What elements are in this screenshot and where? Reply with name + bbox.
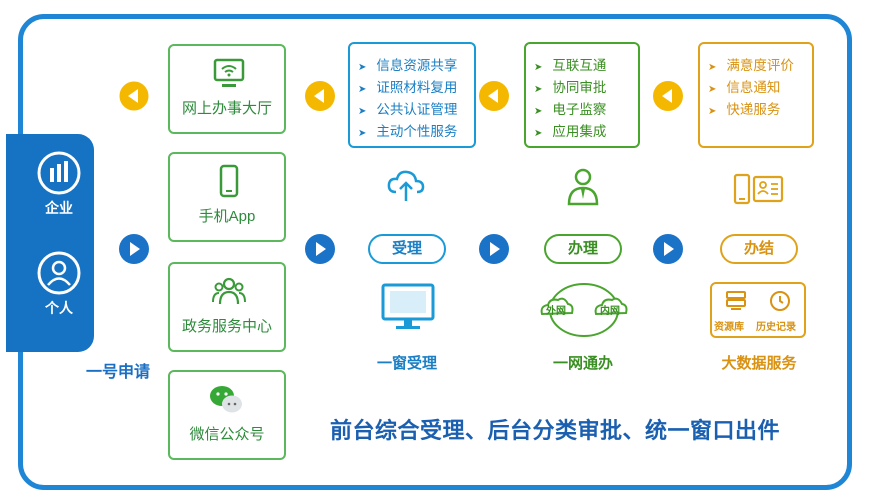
monitor-icon [381, 283, 435, 329]
arrow-left-icon [652, 80, 684, 112]
stage-pill-accept: 受理 [368, 234, 446, 264]
person-label: 个人 [45, 300, 73, 316]
feature-item: 电子监察 [534, 100, 638, 122]
people-group-icon [212, 277, 246, 305]
history-label: 历史记录 [756, 322, 796, 333]
handle-features-box: 互联互通 协同审批 电子监察 应用集成 [524, 42, 640, 148]
stage-title-finish: 大数据服务 [721, 355, 797, 372]
cloud-upload-icon [387, 170, 425, 201]
database-icon [726, 291, 746, 310]
arrow-right-icon [478, 233, 510, 265]
arrow-right-icon [304, 233, 336, 265]
database-label: 资源库 [714, 322, 744, 333]
channel-label: 手机App [198, 208, 256, 225]
stage-title-accept: 一窗受理 [376, 355, 437, 372]
channel-label: 政务服务中心 [181, 318, 272, 335]
feature-item: 信息通知 [708, 78, 812, 100]
feature-item: 应用集成 [534, 122, 638, 144]
big-data-box: 资源库 历史记录 [710, 282, 806, 338]
feature-item: 快递服务 [708, 100, 812, 122]
channel-mobile-app: 手机App [168, 152, 286, 242]
arrow-right-icon [652, 233, 684, 265]
outer-network-label: 外网 [546, 306, 566, 317]
feature-item: 主动个性服务 [358, 122, 474, 144]
apply-label: 一号申请 [86, 364, 151, 381]
inner-network-label: 内网 [600, 306, 620, 317]
finish-features-box: 满意度评价 信息通知 快递服务 [698, 42, 814, 148]
feature-item: 公共认证管理 [358, 100, 474, 122]
mobile-phone-icon [219, 164, 239, 198]
feature-item: 信息资源共享 [358, 56, 474, 78]
channel-wechat: 微信公众号 [168, 370, 286, 460]
slogan-text: 前台综合受理、后台分类审批、统一窗口出件 [330, 418, 781, 443]
stage-title-handle: 一网通办 [552, 355, 613, 372]
person-icon [37, 251, 81, 295]
stage-pill-handle: 办理 [544, 234, 622, 264]
building-icon [37, 151, 81, 195]
wechat-icon [210, 386, 242, 413]
person-icon [567, 168, 599, 206]
accept-features-box: 信息资源共享 证照材料复用 公共认证管理 主动个性服务 [348, 42, 476, 148]
enterprise-label: 企业 [45, 200, 73, 216]
arrow-left-icon [304, 80, 336, 112]
feature-item: 互联互通 [534, 56, 638, 78]
channel-online-hall: 网上办事大厅 [168, 44, 286, 134]
arrow-left-icon [478, 80, 510, 112]
phone-certificate-icon [733, 173, 784, 205]
stage-pill-finish: 办结 [720, 234, 798, 264]
monitor-wifi-icon [213, 58, 245, 87]
history-icon [770, 291, 790, 311]
feature-item: 协同审批 [534, 78, 638, 100]
applicant-tab: 企业 个人 [6, 134, 94, 352]
arrow-left-icon [118, 80, 150, 112]
network-cycle-icon [540, 283, 628, 337]
arrow-right-icon [118, 233, 150, 265]
channel-label: 网上办事大厅 [181, 100, 272, 117]
channel-service-center: 政务服务中心 [168, 262, 286, 352]
feature-item: 证照材料复用 [358, 78, 474, 100]
channel-label: 微信公众号 [189, 426, 265, 443]
feature-item: 满意度评价 [708, 56, 812, 78]
